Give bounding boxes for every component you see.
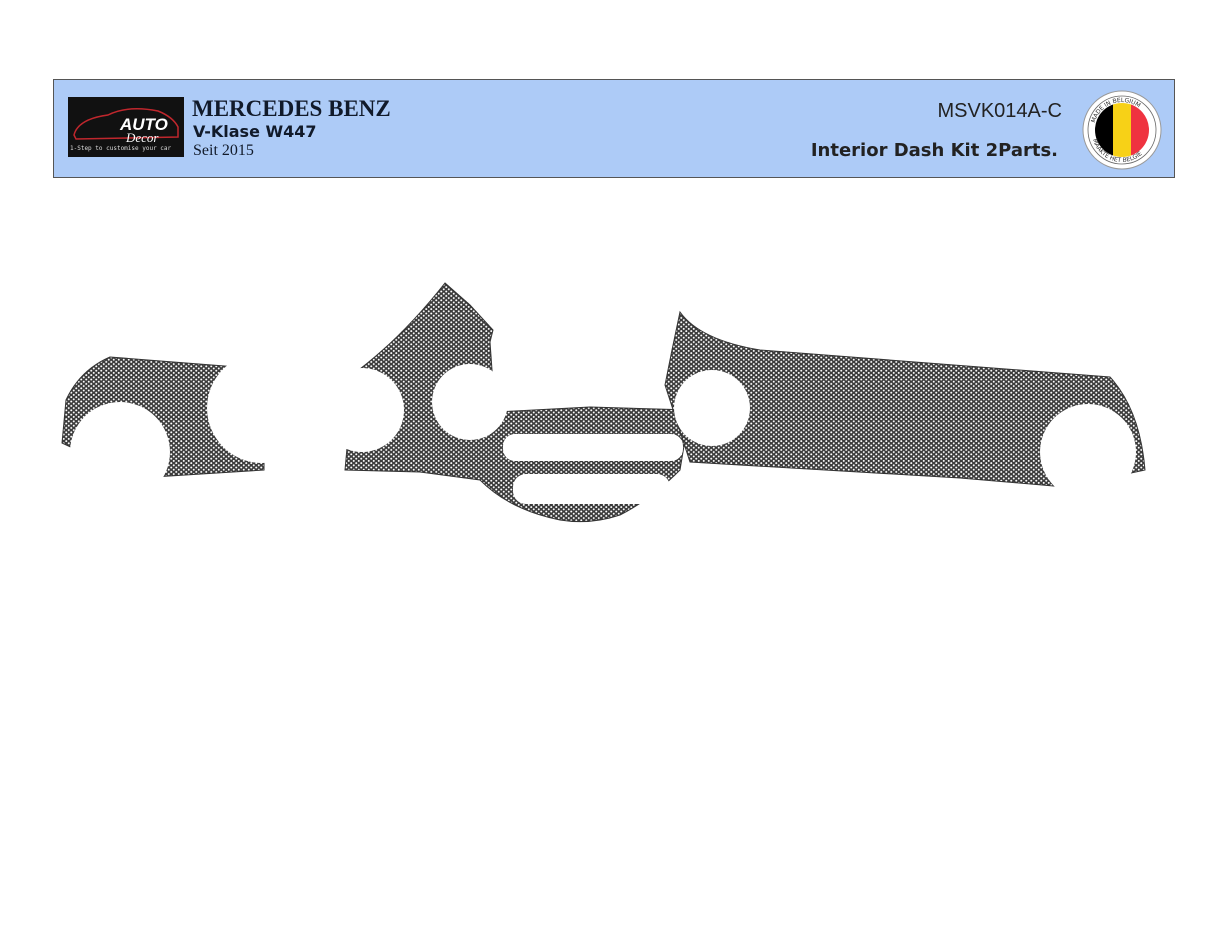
brand-title: MERCEDES BENZ [192,96,391,121]
logo-subtext: Decor [126,130,159,145]
dash-part-center [320,282,691,523]
header-banner: AUTO Decor 1-Step to customise your car … [53,79,1175,178]
car-outline-icon [73,108,179,140]
logo-tagline: 1-Step to customise your car [70,145,172,152]
product-code: MSVK014A-C [937,100,1063,122]
dash-part-right [664,310,1146,500]
auto-decor-logo: AUTO Decor 1-Step to customise your car [68,97,184,157]
model-year: Seit 2015 [193,142,254,159]
made-in-belgium-badge: MADE IN BELGIUM MAAKTE HET BELGIE [1082,90,1162,170]
dash-part-left [61,353,317,502]
kit-title: Interior Dash Kit 2Parts. [810,140,1058,161]
model-name: V-Klase W447 [193,122,317,141]
logo-text: AUTO [120,115,168,134]
